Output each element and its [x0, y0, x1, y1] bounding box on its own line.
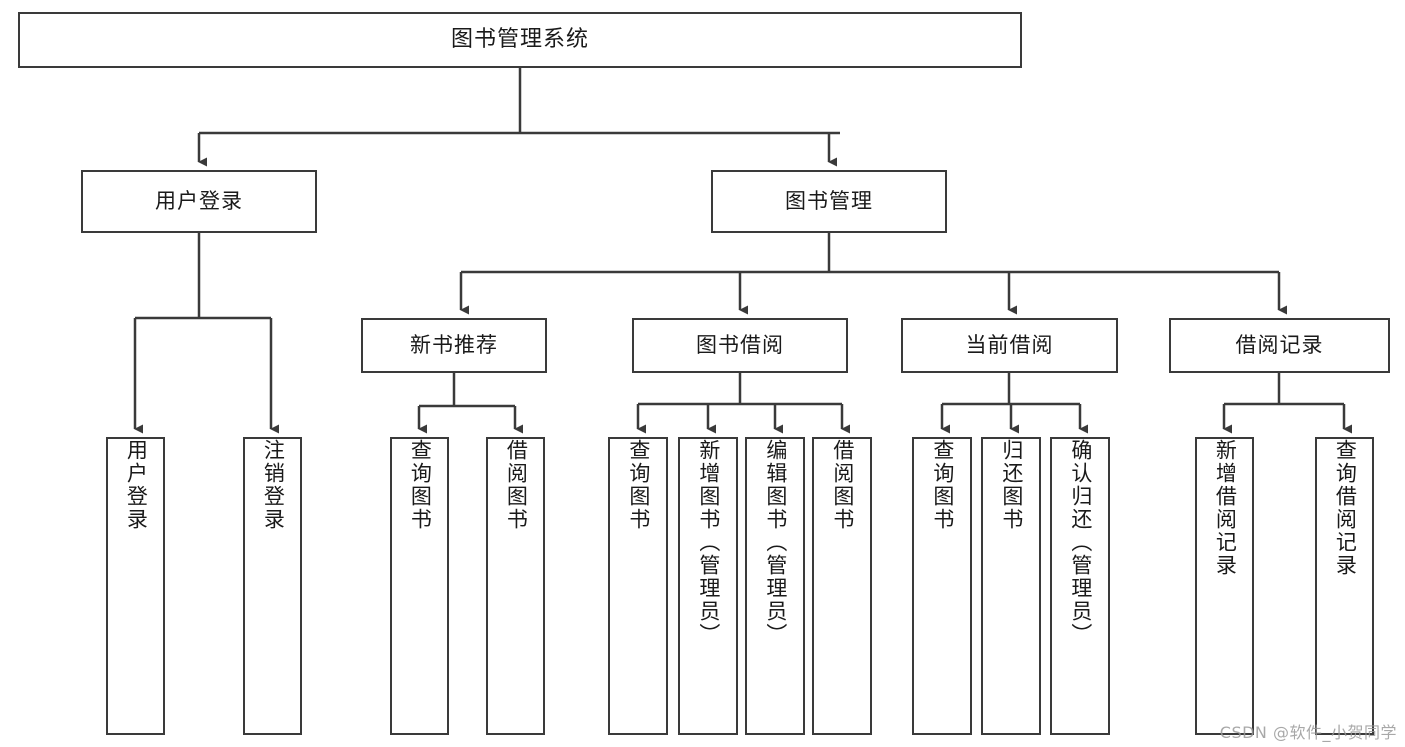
leaf-label: 归还图书	[999, 439, 1024, 531]
leaf-label: 查询图书	[408, 439, 433, 531]
leaf-edit-book-admin[interactable]: 编辑图书（管理员）	[745, 437, 805, 735]
node-book-management-label: 图书管理	[785, 188, 873, 213]
leaf-user-logout[interactable]: 注销登录	[243, 437, 302, 735]
leaf-label: 注销登录	[261, 439, 286, 531]
leaf-label: 新增借阅记录	[1213, 439, 1238, 577]
leaf-label: 借阅图书	[504, 439, 529, 531]
leaf-label: 查询借阅记录	[1333, 439, 1358, 577]
node-current-borrow-label: 当前借阅	[965, 332, 1054, 357]
node-new-book-recommend[interactable]: 新书推荐	[361, 318, 547, 373]
leaf-label: 新增图书（管理员）	[696, 439, 721, 646]
node-root[interactable]: 图书管理系统	[18, 12, 1022, 68]
leaf-borrow-book-recommend[interactable]: 借阅图书	[486, 437, 545, 735]
leaf-label: 借阅图书	[830, 439, 855, 531]
node-borrow-record[interactable]: 借阅记录	[1169, 318, 1390, 373]
leaf-label: 查询图书	[626, 439, 651, 531]
watermark: CSDN @软件_小贺同学	[1219, 723, 1397, 742]
leaf-add-book-admin[interactable]: 新增图书（管理员）	[678, 437, 738, 735]
node-user-login[interactable]: 用户登录	[81, 170, 317, 233]
leaf-label: 用户登录	[124, 439, 149, 531]
leaf-add-borrow-record[interactable]: 新增借阅记录	[1195, 437, 1254, 735]
leaf-return-book[interactable]: 归还图书	[981, 437, 1041, 735]
node-book-borrow-label: 图书借阅	[696, 332, 784, 357]
node-current-borrow[interactable]: 当前借阅	[901, 318, 1118, 373]
node-book-management[interactable]: 图书管理	[711, 170, 947, 233]
leaf-label: 确认归还（管理员）	[1068, 439, 1093, 646]
leaf-user-login[interactable]: 用户登录	[106, 437, 165, 735]
leaf-label: 编辑图书（管理员）	[763, 439, 788, 646]
leaf-query-borrow-record[interactable]: 查询借阅记录	[1315, 437, 1374, 735]
node-new-book-recommend-label: 新书推荐	[410, 332, 498, 357]
node-root-label: 图书管理系统	[450, 26, 589, 52]
node-user-login-label: 用户登录	[155, 188, 243, 213]
node-borrow-record-label: 借阅记录	[1235, 332, 1324, 357]
leaf-query-book-current[interactable]: 查询图书	[912, 437, 972, 735]
leaf-confirm-return-admin[interactable]: 确认归还（管理员）	[1050, 437, 1110, 735]
leaf-label: 查询图书	[930, 439, 955, 531]
leaf-borrow-book[interactable]: 借阅图书	[812, 437, 872, 735]
leaf-query-book-borrow[interactable]: 查询图书	[608, 437, 668, 735]
leaf-query-book-recommend[interactable]: 查询图书	[390, 437, 449, 735]
node-book-borrow[interactable]: 图书借阅	[632, 318, 848, 373]
